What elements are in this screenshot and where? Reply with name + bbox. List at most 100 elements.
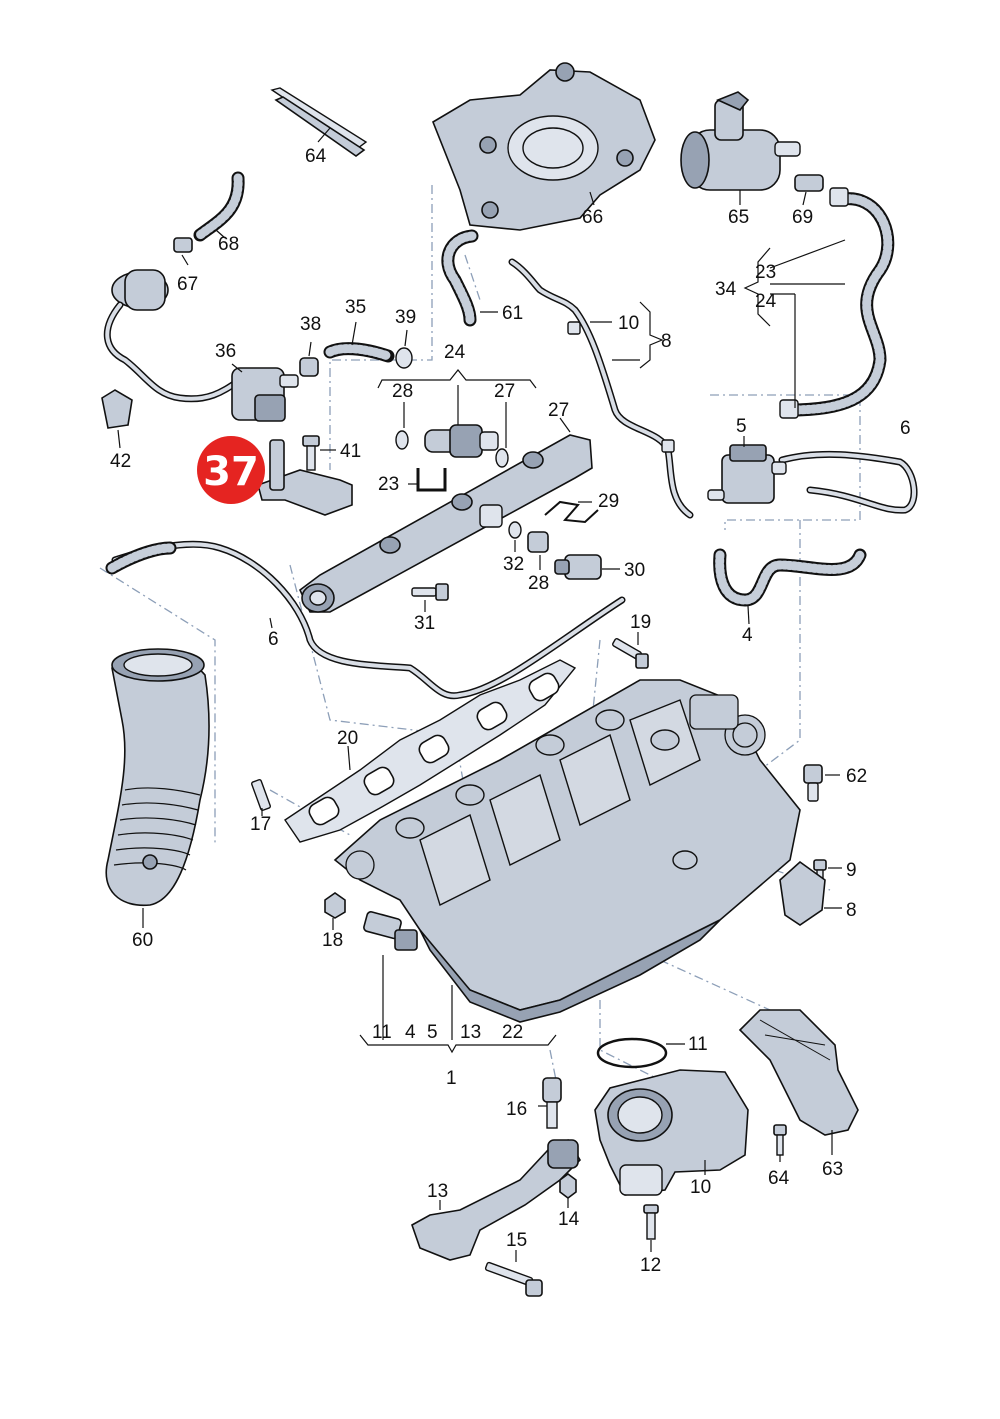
- callout-33: 31: [414, 613, 435, 634]
- part-11-sensor: [363, 911, 418, 1040]
- part-38-filter-tube-assembly: [103, 269, 299, 422]
- callout-24: 24: [755, 291, 777, 312]
- callout-11: 11: [372, 1022, 392, 1043]
- part-28-o-ring: [395, 402, 409, 450]
- part-36-hose: [323, 321, 395, 363]
- group-bracket-7: [612, 301, 664, 369]
- callout-67: 67: [177, 274, 198, 295]
- callout-59: 64: [305, 146, 327, 167]
- callout-14: 12: [640, 1255, 661, 1276]
- callout-63: 63: [822, 1159, 843, 1180]
- part-12-throttle-body: [594, 1069, 749, 1196]
- part-16-nut: [559, 1173, 577, 1208]
- part-7-vacuum-line: [508, 258, 694, 519]
- part-22-gasket: [284, 659, 577, 843]
- callout-10: 10: [618, 313, 639, 334]
- callout-5: 5: [736, 416, 747, 437]
- callout-5b: 5: [427, 1022, 438, 1043]
- callout-22a: 20: [337, 728, 358, 749]
- part-4-hose: [713, 548, 867, 625]
- callout-18: 16: [506, 1099, 527, 1120]
- part-18-stud: [538, 1077, 562, 1129]
- part-27-o-ring: [495, 402, 509, 468]
- callout-20: 18: [322, 930, 343, 951]
- part-31-spring-clip: [544, 500, 599, 524]
- group-bracket-26: [377, 369, 537, 389]
- callout-25: 23: [378, 474, 399, 495]
- callout-65: 65: [728, 207, 749, 228]
- part-25-clip: [408, 468, 447, 492]
- callout-4a: 4: [742, 625, 753, 646]
- part-64-bolt: [773, 1124, 787, 1162]
- part-67-clamp: [173, 237, 193, 266]
- part-68-hose: [193, 171, 245, 242]
- callout-23: 23: [755, 262, 776, 283]
- part-69-connector: [794, 174, 824, 206]
- part-42-bracket: [101, 389, 133, 449]
- callout-7: 8: [661, 331, 672, 352]
- callout-27: 27: [494, 381, 515, 402]
- part-20-nut: [324, 892, 346, 930]
- part-23-24-hose: [779, 187, 895, 419]
- callout-68: 68: [218, 234, 239, 255]
- group-bracket-35: [743, 239, 846, 408]
- callout-41: 41: [340, 441, 361, 462]
- callout-17: 15: [506, 1230, 527, 1251]
- callout-1: 1: [446, 1068, 457, 1089]
- part-13-seal-ring: [596, 1037, 685, 1069]
- part-21-bolt: [612, 632, 649, 669]
- part-41-bolt: [302, 435, 336, 471]
- callout-69: 69: [792, 207, 813, 228]
- callout-16: 14: [558, 1209, 580, 1230]
- callout-19: 17: [250, 814, 271, 835]
- part-40-clamp: [395, 329, 413, 369]
- callout-61: 61: [502, 303, 523, 324]
- callout-6b: 6: [268, 629, 279, 650]
- callout-26: 24: [444, 342, 466, 363]
- part-26-injector: [424, 385, 499, 458]
- callout-13a: 13: [460, 1022, 481, 1043]
- callout-30: 28: [528, 573, 549, 594]
- callout-12: 10: [690, 1177, 711, 1198]
- callout-22b: 22: [502, 1022, 523, 1043]
- part-6-pipe-upper: [778, 450, 918, 514]
- part-62-nipple: [803, 764, 840, 802]
- part-5-solenoid-valve: [707, 436, 787, 504]
- callout-60: 60: [132, 930, 153, 951]
- part-59-cable-tie: [270, 87, 368, 157]
- callout-32: 30: [624, 560, 645, 581]
- callout-38: 36: [215, 341, 236, 362]
- part-30-fitting: [527, 531, 549, 570]
- callout-15: 13: [427, 1181, 448, 1202]
- callout-8: 8: [846, 900, 857, 921]
- callout-42: 42: [110, 451, 131, 472]
- part-8-sensor: [779, 860, 842, 926]
- callout-9: 9: [846, 860, 857, 881]
- callout-31: 29: [598, 491, 619, 512]
- part-17-bolt: [484, 1250, 543, 1297]
- callout-36: 35: [345, 297, 366, 318]
- part-32-sensor: [554, 554, 620, 580]
- callout-62: 62: [846, 766, 867, 787]
- callout-39: 38: [300, 314, 321, 335]
- part-60-intake-hose: [105, 648, 210, 928]
- part-37-bracket: [257, 439, 353, 516]
- part-29-fuel-rail: [299, 417, 593, 613]
- part-65-high-pressure-pump: [680, 91, 801, 205]
- part-15-support-bracket: [411, 1138, 582, 1261]
- highlight-badge: 37: [197, 436, 265, 504]
- callout-64: 64: [768, 1168, 790, 1189]
- callout-6a: 6: [900, 418, 911, 439]
- part-14-bolt: [643, 1204, 659, 1252]
- part-39-clamp: [299, 341, 319, 377]
- callout-35: 34: [715, 279, 737, 300]
- highlight-badge-label: 37: [203, 449, 259, 495]
- part-63-bracket: [738, 1009, 859, 1155]
- item-1-group-bracket: [359, 1034, 557, 1054]
- part-33-bolt: [411, 583, 449, 612]
- part-66-engine-cover: [432, 62, 656, 231]
- callout-21: 19: [630, 612, 651, 633]
- part-19-stud: [251, 779, 271, 816]
